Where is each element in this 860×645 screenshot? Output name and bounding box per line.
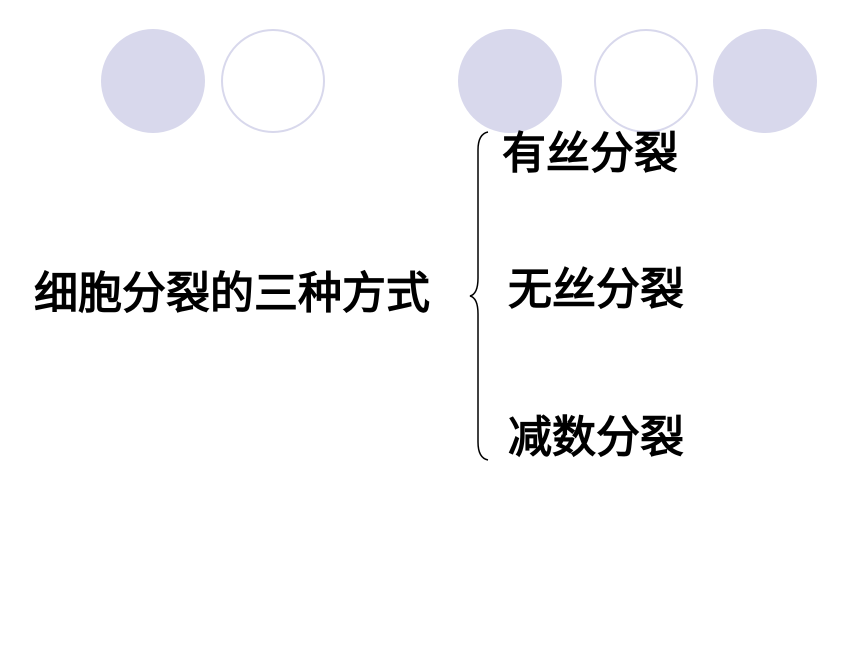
branch-label: 减数分裂: [508, 412, 684, 463]
decorative-circle-filled: [458, 29, 562, 133]
decorative-circle-outline: [221, 29, 325, 133]
branch-label: 有丝分裂: [502, 128, 678, 179]
root-label: 细胞分裂的三种方式: [34, 268, 430, 319]
curly-brace: [469, 131, 489, 461]
decorative-circle-filled: [713, 29, 817, 133]
decorative-circle-outline: [594, 29, 698, 133]
decorative-circle-filled: [101, 29, 205, 133]
branch-label: 无丝分裂: [508, 264, 684, 315]
